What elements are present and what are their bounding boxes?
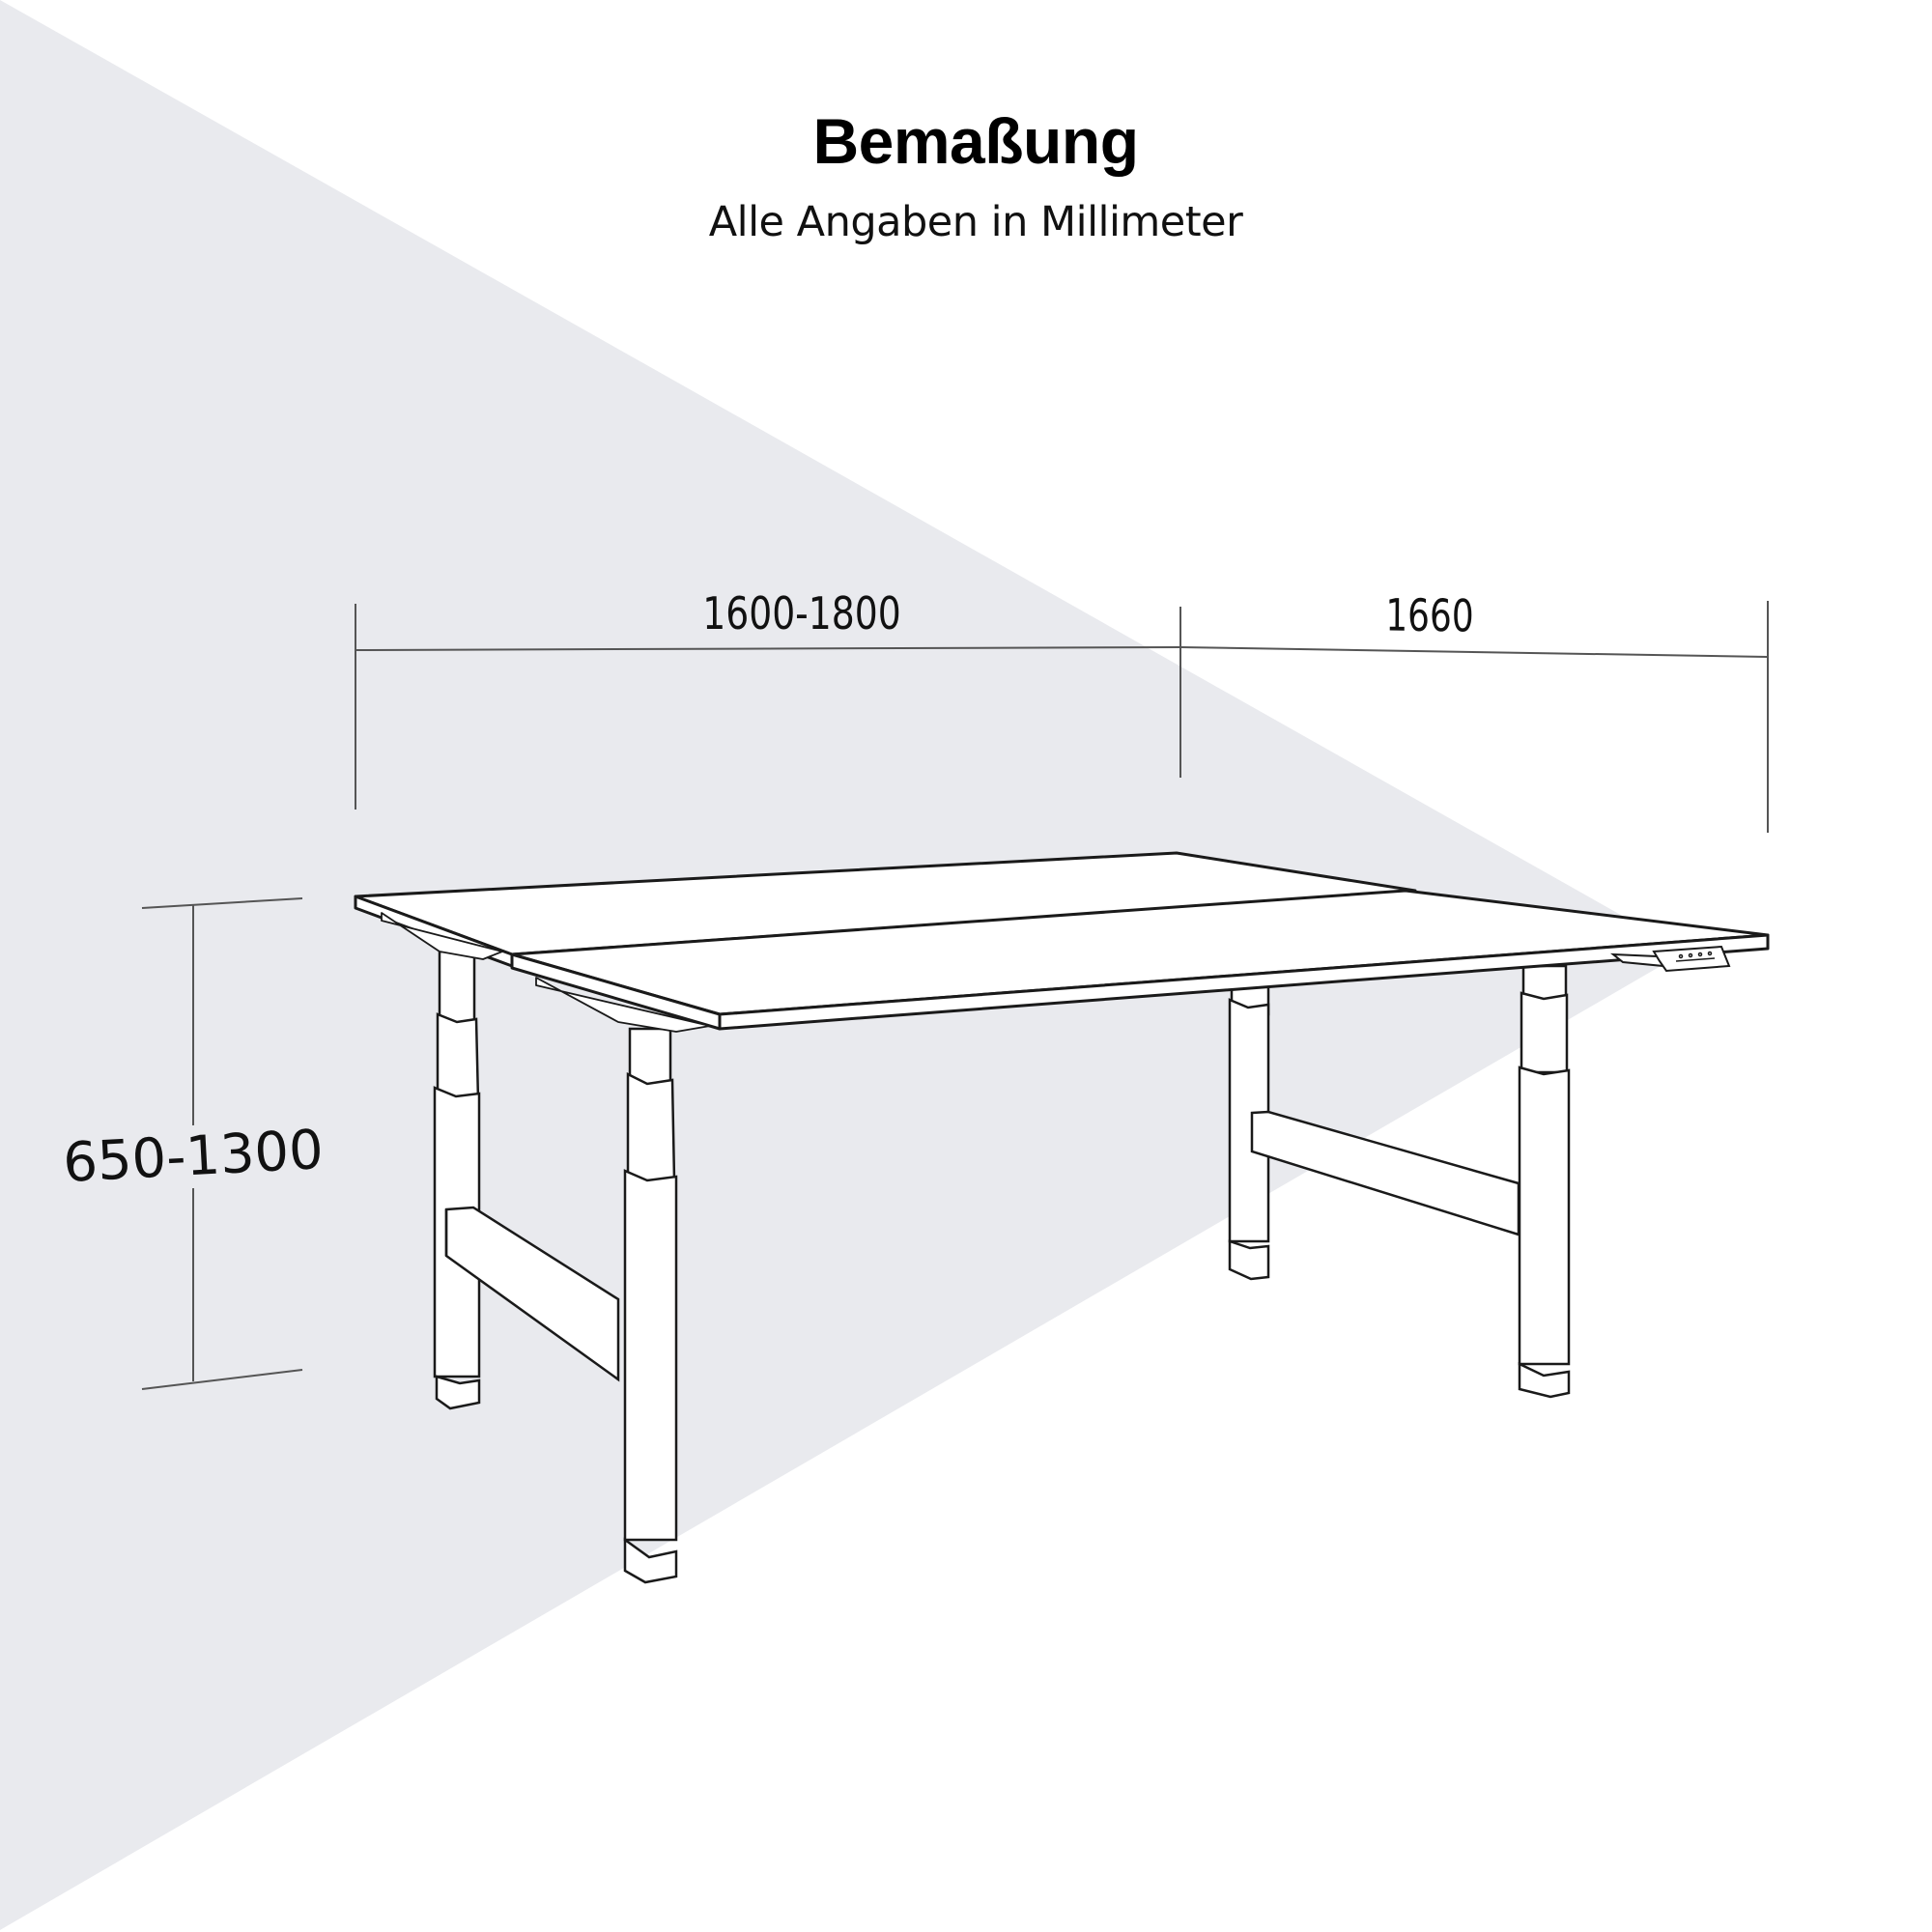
page-title: Bemaßung [812,105,1139,177]
crossbar-right [1250,1110,1520,1236]
leg-front-left [623,1027,678,1584]
leg-back-right [1228,983,1270,1281]
width-dimension-lines [355,601,1769,833]
crossbar-left [444,1206,620,1382]
leg-back-left [433,950,481,1410]
desktop-front [510,889,1770,1033]
depth-dimension-label: 1660 [1385,588,1474,642]
page-subtitle: Alle Angaben in Millimeter [708,198,1243,246]
width-dimension-label: 1600-1800 [702,587,901,639]
leg-front-right [1518,964,1571,1399]
control-panel [1609,945,1731,973]
